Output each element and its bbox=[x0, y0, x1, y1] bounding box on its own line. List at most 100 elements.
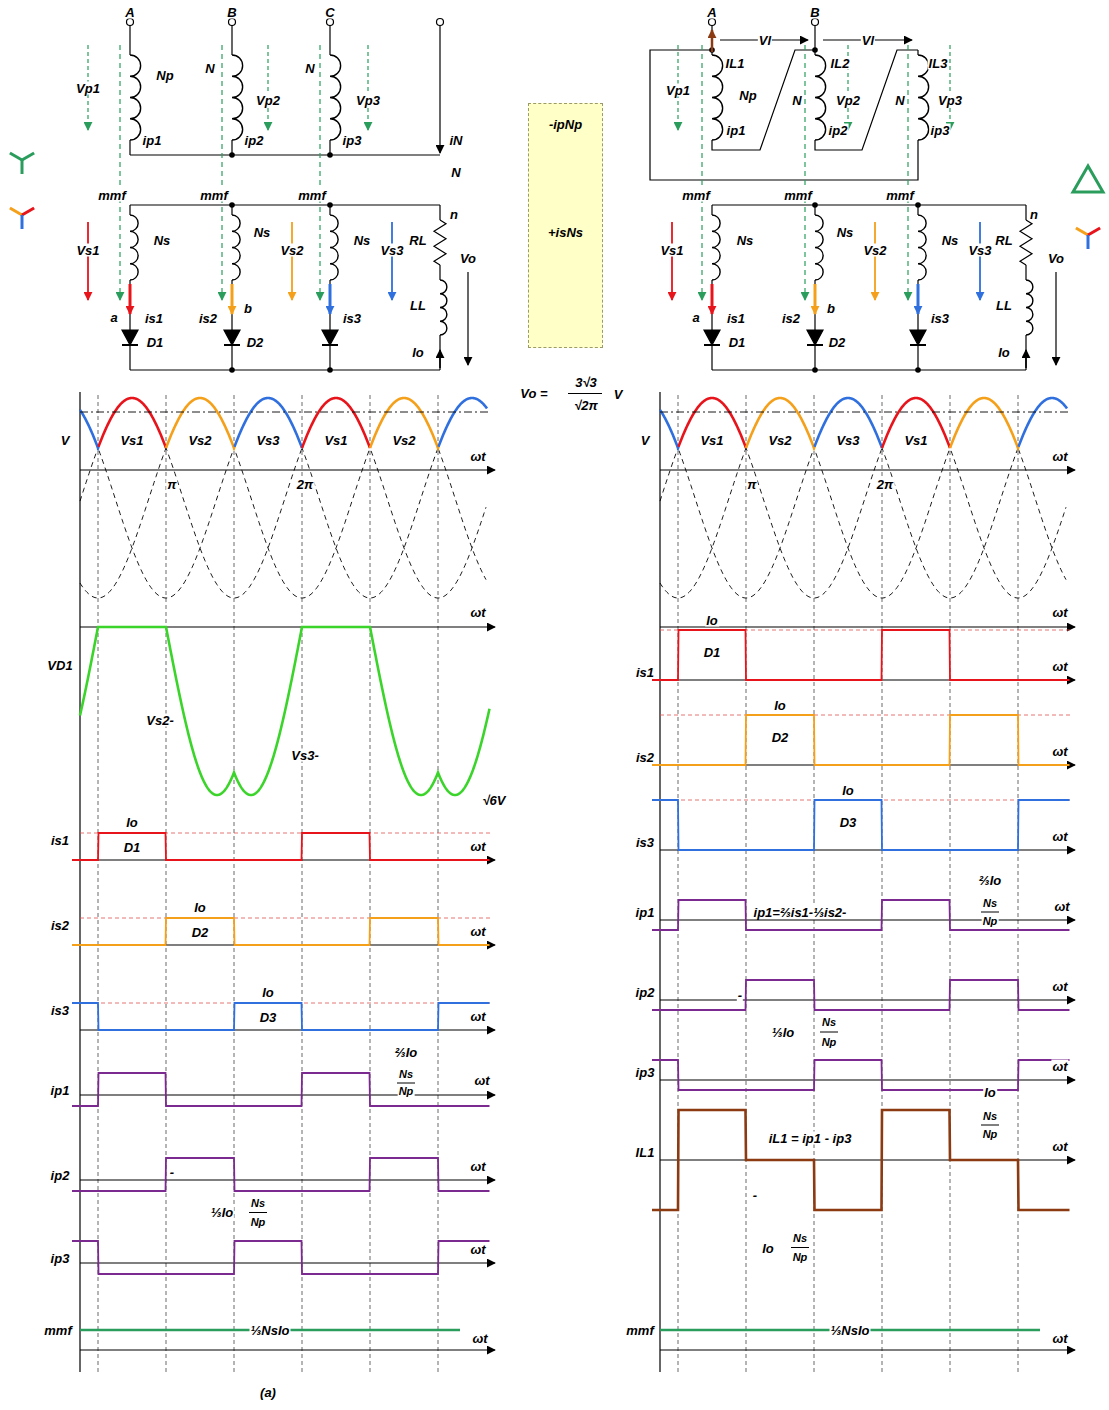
axis-line bbox=[80, 1094, 495, 1095]
signal-label: ip1 bbox=[50, 1084, 71, 1097]
wire bbox=[711, 26, 712, 56]
wire bbox=[130, 369, 440, 370]
grid-line bbox=[746, 395, 747, 1372]
wye-symbol bbox=[10, 153, 22, 160]
signal-label: Io bbox=[125, 816, 139, 829]
signal-label: ωt bbox=[1051, 606, 1068, 619]
wire bbox=[129, 25, 130, 55]
wire bbox=[1025, 205, 1026, 220]
fraction-bar bbox=[981, 1125, 999, 1126]
mmf-balance-box: -ipNp+isNs bbox=[528, 103, 603, 348]
grid-line bbox=[438, 395, 439, 1372]
winding-symbol bbox=[232, 55, 243, 140]
signal-label: D2 bbox=[771, 731, 790, 744]
signal-label: Io bbox=[997, 346, 1011, 359]
signal-label: D3 bbox=[259, 1011, 278, 1024]
fraction-bar bbox=[820, 1032, 838, 1033]
rectified-voltage bbox=[882, 398, 950, 448]
mmf-arrow bbox=[319, 45, 320, 300]
signal-label: Io bbox=[841, 784, 855, 797]
signal-label: Vp2 bbox=[255, 94, 281, 107]
junction-dot bbox=[229, 367, 235, 373]
junction-dot bbox=[812, 202, 818, 208]
signal-label: N bbox=[450, 166, 461, 179]
grid-line bbox=[1018, 395, 1019, 1372]
current-waveform bbox=[72, 1241, 490, 1274]
voltage-arrow bbox=[874, 222, 876, 300]
wire bbox=[1025, 335, 1026, 370]
signal-label: Ns bbox=[836, 226, 855, 239]
wire bbox=[231, 345, 232, 370]
wire bbox=[329, 345, 330, 370]
signal-label: V bbox=[60, 434, 71, 447]
signal-label: ip3 bbox=[635, 1066, 656, 1079]
rectified-voltage bbox=[80, 410, 99, 448]
signal-label: n bbox=[1029, 208, 1039, 221]
signal-label: Vs3 bbox=[835, 434, 860, 447]
signal-label: 2π bbox=[876, 478, 895, 491]
terminal-symbol bbox=[127, 19, 134, 26]
signal-label: Io bbox=[761, 1242, 775, 1255]
terminal-symbol bbox=[437, 19, 444, 26]
wire bbox=[231, 280, 232, 330]
axis-line bbox=[660, 626, 1075, 627]
signal-label: ip3 bbox=[50, 1252, 71, 1265]
current-waveform bbox=[72, 1073, 490, 1106]
signal-label: N bbox=[791, 94, 802, 107]
wire bbox=[814, 345, 815, 370]
signal-label: is2 bbox=[198, 312, 218, 325]
signal-label: Ns bbox=[153, 234, 172, 247]
signal-label: ip1 bbox=[726, 124, 747, 137]
signal-label: D1 bbox=[703, 646, 722, 659]
signal-label: Vs2 bbox=[279, 244, 304, 257]
signal-label: Ns bbox=[253, 226, 272, 239]
signal-label: D3 bbox=[839, 816, 858, 829]
signal-label: Vs1 bbox=[903, 434, 928, 447]
signal-label: Io bbox=[261, 986, 275, 999]
signal-label: Vs2 bbox=[187, 434, 212, 447]
sine-curve bbox=[660, 398, 1066, 598]
signal-label: Vp2 bbox=[835, 94, 861, 107]
signal-label: ωt bbox=[469, 606, 486, 619]
signal-label: is3 bbox=[342, 312, 362, 325]
junction-dot bbox=[915, 202, 921, 208]
signal-label: C bbox=[324, 6, 335, 19]
wye-symbol bbox=[1088, 228, 1100, 235]
signal-label: b bbox=[243, 302, 253, 315]
signal-label: is1 bbox=[726, 312, 746, 325]
rectified-voltage bbox=[439, 398, 488, 447]
signal-label: ωt bbox=[1051, 450, 1068, 463]
signal-label: N bbox=[304, 62, 315, 75]
signal-label: π bbox=[166, 478, 177, 491]
signal-label: iN bbox=[449, 134, 464, 147]
signal-label: ip2 bbox=[635, 986, 656, 999]
signal-label: mmf bbox=[783, 189, 812, 202]
wire bbox=[129, 345, 130, 370]
grid-line bbox=[814, 395, 815, 1372]
signal-label: ωt bbox=[469, 1243, 486, 1256]
signal-label: Vs2- bbox=[145, 714, 174, 727]
signal-label: ωt bbox=[473, 1074, 490, 1087]
wire bbox=[439, 205, 440, 220]
voltage-arrow bbox=[267, 45, 268, 130]
signal-label: ip1 bbox=[142, 134, 163, 147]
wire bbox=[917, 50, 918, 55]
signal-label: ip2 bbox=[50, 1169, 71, 1182]
junction-dot bbox=[812, 367, 818, 373]
signal-label: ωt bbox=[1051, 1060, 1068, 1073]
wire bbox=[130, 154, 440, 155]
signal-label: Ns bbox=[982, 898, 998, 909]
signal-label: ip2 bbox=[244, 134, 265, 147]
signal-label: ωt bbox=[1051, 660, 1068, 673]
rectified-voltage bbox=[235, 398, 303, 448]
axis-line bbox=[80, 1262, 495, 1263]
voltage-arrow bbox=[87, 222, 89, 300]
wire bbox=[129, 205, 130, 215]
signal-label: N bbox=[894, 94, 905, 107]
signal-label: ⅓NsIo bbox=[829, 1324, 870, 1337]
wire bbox=[329, 25, 330, 55]
voltage-arrow bbox=[467, 272, 468, 365]
signal-label: ωt bbox=[1051, 830, 1068, 843]
current-waveform bbox=[652, 900, 1070, 930]
signal-label: Vo bbox=[1047, 252, 1065, 265]
